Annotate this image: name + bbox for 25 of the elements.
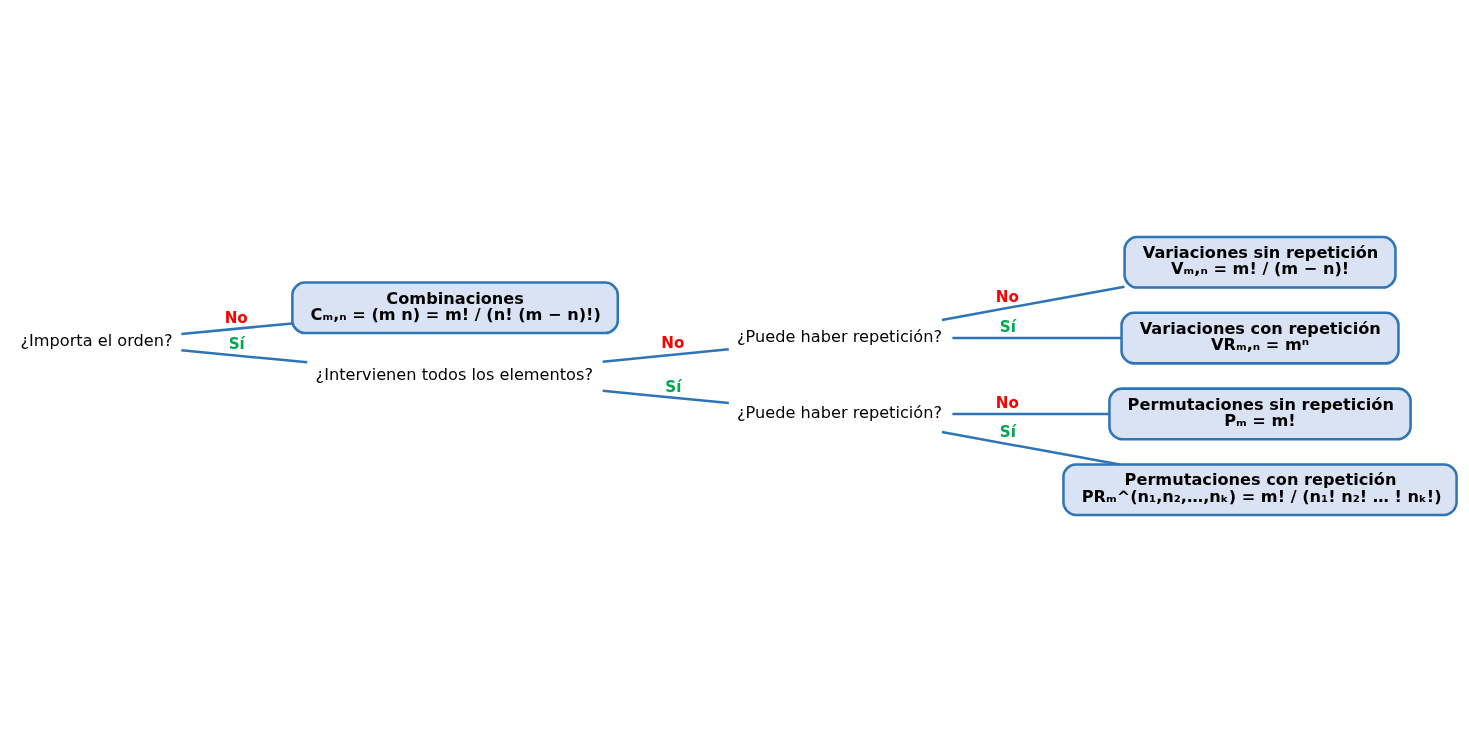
- edge-label: No: [661, 333, 685, 352]
- connector: [941, 285, 1125, 321]
- node-text: ¿Puede haber repetición?: [737, 326, 943, 346]
- edge-label: Sí: [665, 377, 682, 396]
- node-text: ¿Intervienen todos los elementos?: [315, 364, 593, 384]
- connector: [941, 430, 1120, 466]
- connector: [952, 412, 1110, 415]
- edge-label: Sí: [999, 317, 1016, 336]
- edge-label: No: [995, 393, 1019, 412]
- node-box: Variaciones con repetición VRₘ,ₙ = mⁿ: [1120, 311, 1400, 365]
- connector: [602, 347, 729, 363]
- node-text: ¿Puede haber repetición?: [737, 402, 943, 422]
- edge-label: Sí: [228, 334, 245, 353]
- edge-label: Sí: [999, 422, 1016, 441]
- edge-label: No: [995, 287, 1019, 306]
- connector: [181, 321, 293, 335]
- node-box: Combinaciones Cₘ,ₙ = (m n) = m! / (n! (m − n)!): [291, 280, 620, 334]
- connector: [602, 389, 729, 404]
- edge-label: No: [224, 308, 248, 327]
- node-box: Permutaciones con repetición PRₘ^(n₁,n₂,…,nₖ) = m! / (n₁! n₂! … ! nₖ!): [1062, 462, 1458, 516]
- node-text: ¿Importa el orden?: [20, 330, 173, 350]
- connector: [952, 336, 1122, 339]
- node-box: Permutaciones sin repetición Pₘ = m!: [1108, 386, 1412, 440]
- node-box: Variaciones sin repetición Vₘ,ₙ = m! / (m − n)!: [1123, 235, 1397, 289]
- connector: [181, 348, 308, 364]
